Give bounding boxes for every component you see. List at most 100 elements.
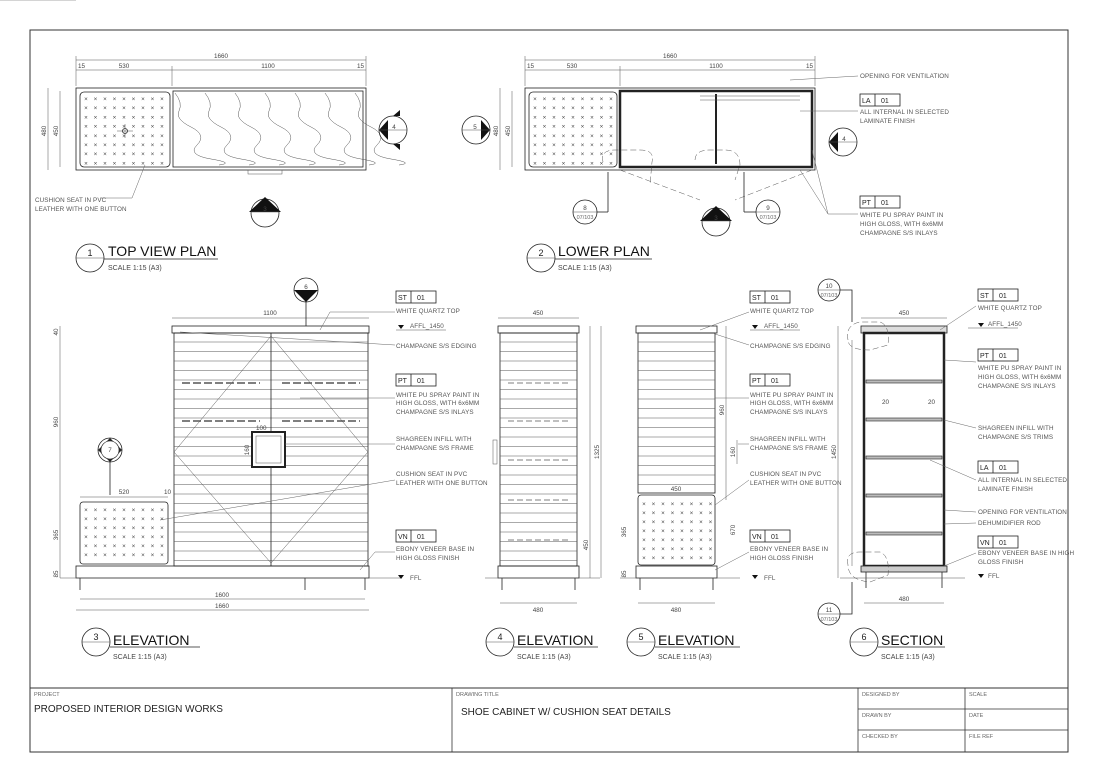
- button-mark: ×: [94, 151, 98, 158]
- dim-seat-width: 520: [119, 489, 130, 496]
- drawing-line: [492, 439, 498, 465]
- dim-shagreen: 160: [730, 446, 737, 457]
- button-mark: ×: [113, 133, 117, 140]
- drawing-line: [524, 87, 816, 171]
- button-mark: ×: [533, 142, 537, 149]
- button-mark: ×: [581, 96, 585, 103]
- button-mark: ×: [680, 510, 684, 517]
- label: SECTION: [881, 632, 943, 648]
- button-mark: ×: [113, 96, 117, 103]
- view-title-4: 4 ELEVATION SCALE 1:15 (A3): [485, 627, 598, 661]
- button-mark: ×: [103, 507, 107, 514]
- button-mark: ×: [160, 525, 164, 532]
- button-mark: ×: [552, 160, 556, 167]
- vein: [264, 92, 316, 166]
- button-mark: ×: [543, 124, 547, 131]
- label: 7: [108, 447, 112, 454]
- view-elevation-4: 450 1325 450 480 4 ELEVATION SCALE 1:15 …: [485, 310, 602, 661]
- button-mark: ×: [151, 534, 155, 541]
- note-ebony-line1: EBONY VENEER BASE IN: [750, 546, 829, 553]
- dim-gap-right: 20: [928, 399, 936, 406]
- note-vent: OPENING FOR VENTILATION: [860, 73, 949, 80]
- label: DEHUMIDIFIER ROD: [978, 520, 1041, 527]
- label: 01: [999, 293, 1007, 300]
- button-mark: ×: [84, 142, 88, 149]
- button-mark: ×: [103, 516, 107, 523]
- scale-label: SCALE: [969, 692, 987, 698]
- label: LAMINATE FINISH: [978, 486, 1033, 493]
- button-mark: ×: [122, 516, 126, 523]
- button-mark: ×: [652, 501, 656, 508]
- dim-end-right: 15: [357, 63, 365, 70]
- note-quartz: WHITE QUARTZ TOP: [978, 305, 1042, 312]
- button-mark: ×: [642, 546, 646, 553]
- button-mark: ×: [552, 96, 556, 103]
- tag-code: PT: [398, 378, 408, 385]
- dim-shagreen-height: 160: [244, 444, 251, 455]
- label: 01: [881, 98, 889, 105]
- dim-inner: 1600: [215, 592, 230, 599]
- view-title: TOP VIEW PLAN: [108, 243, 216, 259]
- button-mark: ×: [84, 507, 88, 514]
- button-mark: ×: [661, 528, 665, 535]
- button-mark: ×: [113, 543, 117, 550]
- button-mark: ×: [160, 124, 164, 131]
- button-mark: ×: [160, 552, 164, 559]
- button-mark: ×: [84, 160, 88, 167]
- button-mark: ×: [642, 528, 646, 535]
- dim-inner: 450: [53, 125, 60, 136]
- dim-base: 85: [53, 570, 60, 578]
- button-mark: ×: [652, 546, 656, 553]
- button-mark: ×: [132, 543, 136, 550]
- drawing-line: [929, 459, 977, 481]
- tag-box: [749, 529, 791, 543]
- button-mark: ×: [533, 105, 537, 112]
- button-mark: ×: [552, 133, 556, 140]
- label: LOWER PLAN: [558, 243, 650, 259]
- button-mark: ×: [141, 124, 145, 131]
- tag-code: PT: [752, 378, 762, 385]
- button-mark: ×: [581, 160, 585, 167]
- button-mark: ×: [600, 133, 604, 140]
- level-marker-icon: [398, 575, 404, 579]
- label: PT: [980, 353, 990, 360]
- button-mark: ×: [709, 519, 713, 526]
- button-mark: ×: [122, 105, 126, 112]
- tag-box: [749, 373, 791, 387]
- tag-box: [395, 373, 437, 387]
- label: LA: [862, 98, 871, 105]
- button-mark: ×: [690, 537, 694, 544]
- label: FFL: [988, 573, 1000, 580]
- note-cushion-line1: CUSHION SEAT IN PVC: [396, 471, 468, 478]
- button-mark: ×: [141, 534, 145, 541]
- label: SCALE 1:15 (A3): [113, 654, 167, 661]
- drawing-line: [977, 460, 1019, 474]
- note-la-line2: LAMINATE FINISH: [860, 118, 915, 125]
- button-mark: ×: [151, 552, 155, 559]
- button-mark: ×: [581, 133, 585, 140]
- dim-width: 480: [533, 607, 544, 614]
- drawing-line: [255, 435, 282, 464]
- button-mark: ×: [600, 105, 604, 112]
- drawing-line: [100, 164, 146, 199]
- drawing-line: [847, 551, 889, 583]
- button-mark: ×: [671, 528, 675, 535]
- vein: [174, 92, 226, 166]
- drawing-line: [734, 169, 813, 201]
- label: 07/103: [577, 215, 594, 221]
- quartz-top-plan: [172, 90, 364, 168]
- button-mark: ×: [113, 552, 117, 559]
- button-mark: ×: [699, 528, 703, 535]
- label: GLOSS FINISH: [978, 559, 1024, 566]
- drawing-line: [75, 87, 367, 171]
- button-mark: ×: [562, 133, 566, 140]
- button-mark: ×: [543, 160, 547, 167]
- drawing-line: [847, 321, 889, 351]
- button-mark: ×: [151, 160, 155, 167]
- button-mark: ×: [709, 555, 713, 562]
- drawing-line: [319, 311, 395, 331]
